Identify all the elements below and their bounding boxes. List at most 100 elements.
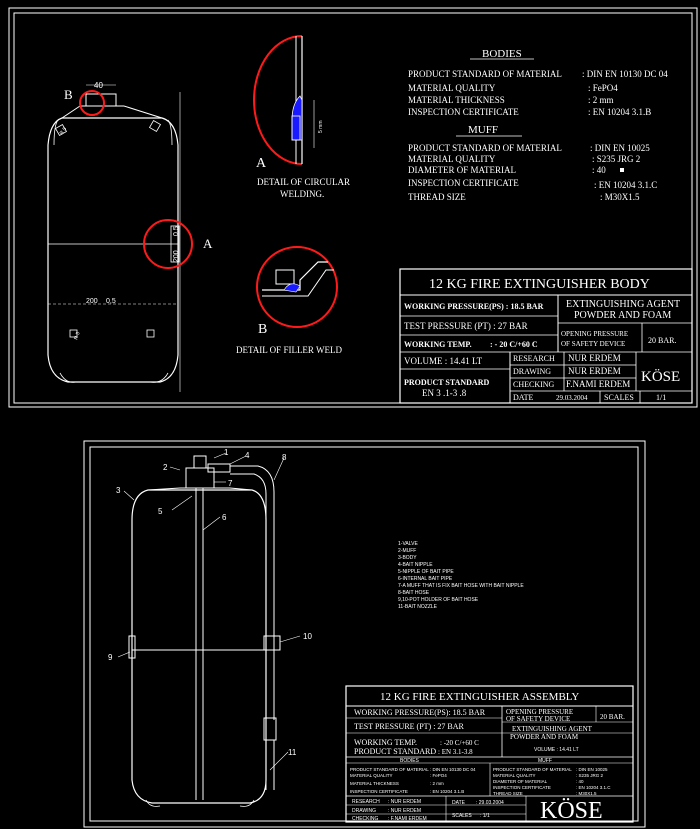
bottom-bodies-spec: PRODUCT STANDARD OF MATERIAL : DIN EN 10… [350,767,476,794]
muff-spec-table: PRODUCT STANDARD OF MATERIAL : DIN EN 10… [408,143,657,202]
bottom-working-temp-label: WORKING TEMP. [354,738,417,747]
parts-list-item: 11-BAIT NOZZLE [398,604,438,610]
dim-side-tol: 0,5 [173,226,180,236]
bottom-working-temp-value: : -20 C/+60 C [440,739,479,747]
top-date-label: DATE [513,393,534,402]
detail-a-circular-welding: 5 mm [253,35,324,165]
callout-number: 1 [224,448,229,457]
top-checking-label: CHECKING [513,380,555,389]
top-product-standard-value: EN 3 .1-3 .8 [422,388,467,398]
bottom-bodies-heading: BODIES [400,758,420,764]
muff-row-label: DIAMETER OF MATERIAL [408,165,516,175]
callout-number: 3 [116,486,121,495]
bodies-spec-table: PRODUCT STANDARD OF MATERIAL : DIN EN 10… [408,69,668,117]
bodies-row-label: MATERIAL QUALITY [350,773,393,778]
callout-number: 7 [228,479,233,488]
bottom-sheet: 1 2 3 4 5 6 7 8 9 10 11 1-VALVE 2-MUFF 3… [83,440,646,828]
parts-list-item: 2-MUFF [398,548,416,554]
assembly-drawing [117,452,301,807]
callout-number: 5 [158,507,163,516]
bottom-date-value: : 29.03.2004 [476,800,504,806]
marker-a: A [203,236,213,251]
top-opening-pressure-2: OF SAFETY DEVICE [561,340,625,348]
callout-numbers: 1 2 3 4 5 6 7 8 9 10 11 [108,448,312,757]
muff-row-label: DIAMETER OF MATERIAL [493,779,548,784]
top-scales-value: 1/1 [656,393,666,402]
parts-list-item: 7-A MUFF THAT IS FIX BAIT HOSE WITH BAIT… [398,583,524,589]
detail-b-letter: B [258,322,267,337]
bottom-drawing-value: : NUR ERDEM [388,808,421,814]
callout-circle-b [79,90,105,116]
bottom-sheet-inner-border [89,446,639,822]
top-opening-pressure-value: 20 BAR. [648,336,676,345]
top-test-pressure: TEST PRESSURE (PT) : 27 BAR [404,321,528,331]
top-title-block: 12 KG FIRE EXTINGUISHER BODY WORKING PRE… [399,268,693,404]
bottom-opening-pressure-2: OF SAFETY DEVICE [506,715,570,723]
top-working-temp-label: WORKING TEMP. [404,340,472,349]
bodies-row-value: : FePO4 [430,773,447,778]
muff-row-value: : S235 JRG 2 [576,773,604,778]
bottom-checking-label: CHECKING [352,816,379,822]
bottom-agent-2: POWDER AND FOAM [510,733,579,741]
parts-list-item: 8-BAIT HOSE [398,590,430,596]
callout-number: 8 [282,453,287,462]
top-checking-value: F.NAMI ERDEM [566,379,630,389]
muff-row-label: PRODUCT STANDARD OF MATERIAL [493,767,572,772]
muff-row-label: THREAD SIZE [408,192,466,202]
bodies-row-value: : 2 mm [588,95,614,105]
bottom-agent-1: EXTINGUISHING AGENT [512,725,593,733]
bottom-scales-value: : 1/1 [480,813,490,819]
bodies-row-value: : FePO4 [588,83,618,93]
bottom-title-block: 12 KG FIRE EXTINGUISHER ASSEMBLY WORKING… [345,685,634,824]
bottom-working-pressure: WORKING PRESSURE(PS): 18.5 BAR [354,708,486,717]
muff-row-value: : M30X1.5 [600,192,640,202]
top-scales-label: SCALES [604,393,634,402]
bodies-row-label: MATERIAL THICKNESS [350,781,399,786]
muff-row-label: PRODUCT STANDARD OF MATERIAL [408,143,562,153]
dim-width-tol: 0,5 [106,298,116,305]
bodies-row-label: MATERIAL THICKNESS [408,95,505,105]
top-brand: KÖSE [641,368,680,385]
dim-width: 200 [86,298,98,305]
dim-side: 200 [173,250,180,262]
parts-list-item: 5-NIPPLE OF BAIT PIPE [398,569,454,575]
bottom-title: 12 KG FIRE EXTINGUISHER ASSEMBLY [380,691,579,703]
detail-b-caption: DETAIL OF FILLER WELD [236,345,343,355]
bodies-row-value: : DIN EN 10130 DC 04 [430,767,476,772]
bodies-row-value: : DIN EN 10130 DC 04 [582,69,668,79]
top-agent-2: POWDER AND FOAM [574,310,671,321]
muff-row-value: : M30X1.5 [576,791,597,796]
parts-list-item: 4-BAIT NIPPLE [398,562,433,568]
top-drawing-label: DRAWING [513,367,551,376]
bodies-row-label: INSPECTION CERTIFICATE [408,107,519,117]
bottom-scales-label: SCALES [452,813,472,819]
top-research-value: NUR ERDEM [568,353,621,363]
dim-r-top: R 5 [59,126,69,136]
top-volume: VOLUME : 14.41 LT [404,356,483,366]
bottom-opening-pressure-1: OPENING PRESSURE [506,708,573,716]
dim-r-bottom: R 5 [73,331,81,341]
parts-list-item: 3-BODY [398,555,417,561]
parts-list-item: 9,10-POT HOLDER OF BAIT HOSE [398,597,479,603]
muff-row-value: : EN 10204 3.1.C [576,785,611,790]
bottom-opening-pressure-value: 20 BAR. [600,713,625,721]
muff-row-value: : EN 10204 3.1.C [594,180,657,190]
detail-a-letter: A [256,156,267,171]
muff-row-value: : 40 [592,165,606,175]
top-title: 12 KG FIRE EXTINGUISHER BODY [429,277,650,292]
bottom-brand: KÖSE [540,798,603,824]
bottom-product-standard-value: : EN 3.1-3.8 [438,748,473,756]
bottom-research-label: RESEARCH [352,799,380,805]
bottom-product-standard-label: PRODUCT STANDARD [354,747,436,756]
bottom-research-value: : NUR ERDEM [388,799,421,805]
callout-number: 11 [288,748,297,757]
top-sheet-inner-border [13,12,693,404]
muff-row-label: MATERIAL QUALITY [493,773,536,778]
detail-a-dim: 5 mm [318,121,324,134]
bodies-row-label: PRODUCT STANDARD OF MATERIAL [408,69,562,79]
muff-row-value: : 40 [576,779,584,784]
bottom-muff-spec: PRODUCT STANDARD OF MATERIAL : DIN EN 10… [493,767,611,796]
bodies-row-label: INSPECTION CERTIFICATE [350,789,408,794]
dim-top: 40 [94,81,103,90]
muff-row-label: THREAD SIZE [493,791,523,796]
